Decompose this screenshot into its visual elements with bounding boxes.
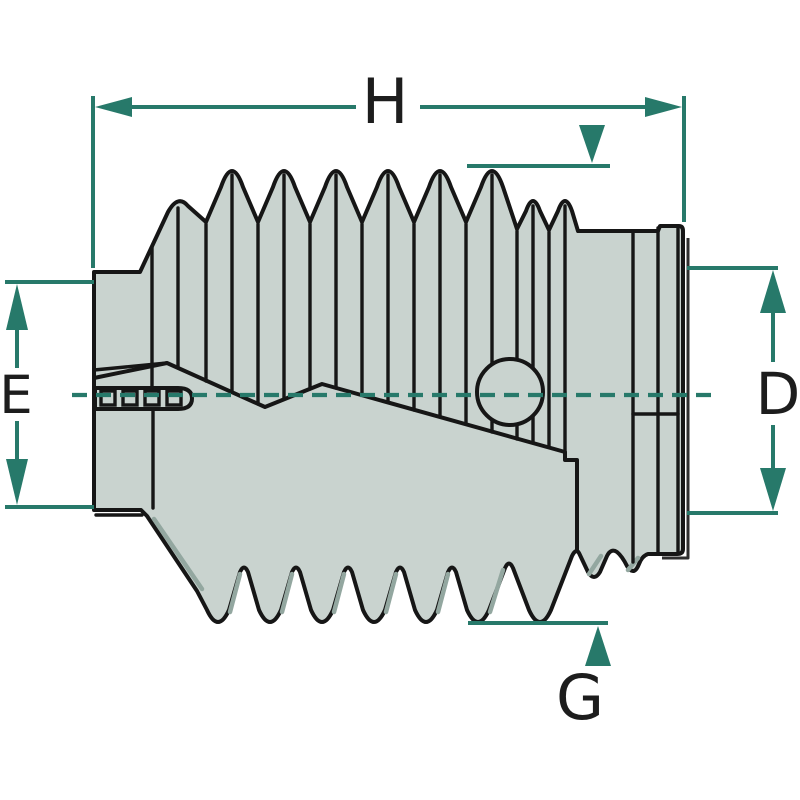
collar-edge-shadow xyxy=(662,238,690,560)
arrow-down-icon xyxy=(760,468,786,511)
dimension-label-d: D xyxy=(756,360,800,428)
clamp-crimp-1 xyxy=(99,389,117,407)
fold-reference-top xyxy=(467,125,610,168)
dimension-label-h: H xyxy=(362,65,409,138)
clamp-detail xyxy=(93,386,194,411)
vent-hole xyxy=(475,357,545,427)
clamp-crimp-3 xyxy=(143,389,161,407)
arrow-left-icon xyxy=(95,97,132,117)
arrow-right-icon xyxy=(645,97,682,117)
dimension-d: D xyxy=(687,266,800,515)
dimension-g: G xyxy=(468,621,611,734)
arrow-up-icon xyxy=(6,284,28,330)
arrow-up-icon xyxy=(760,270,786,313)
arrow-down-icon xyxy=(6,459,28,505)
arrow-down-icon xyxy=(579,125,605,163)
dimension-label-e: E xyxy=(0,365,33,426)
clamp-crimp-4 xyxy=(165,389,183,407)
dimension-h: H xyxy=(91,65,686,268)
dimension-e: E xyxy=(0,280,94,509)
inner-bore-lines xyxy=(92,361,680,553)
dimension-label-g: G xyxy=(556,661,604,734)
clamp-crimp-2 xyxy=(121,389,139,407)
shading-slivers xyxy=(151,516,641,615)
fold-lines xyxy=(150,173,680,564)
arrow-up-icon xyxy=(585,626,611,666)
inner-bore-zigzag xyxy=(92,361,579,553)
